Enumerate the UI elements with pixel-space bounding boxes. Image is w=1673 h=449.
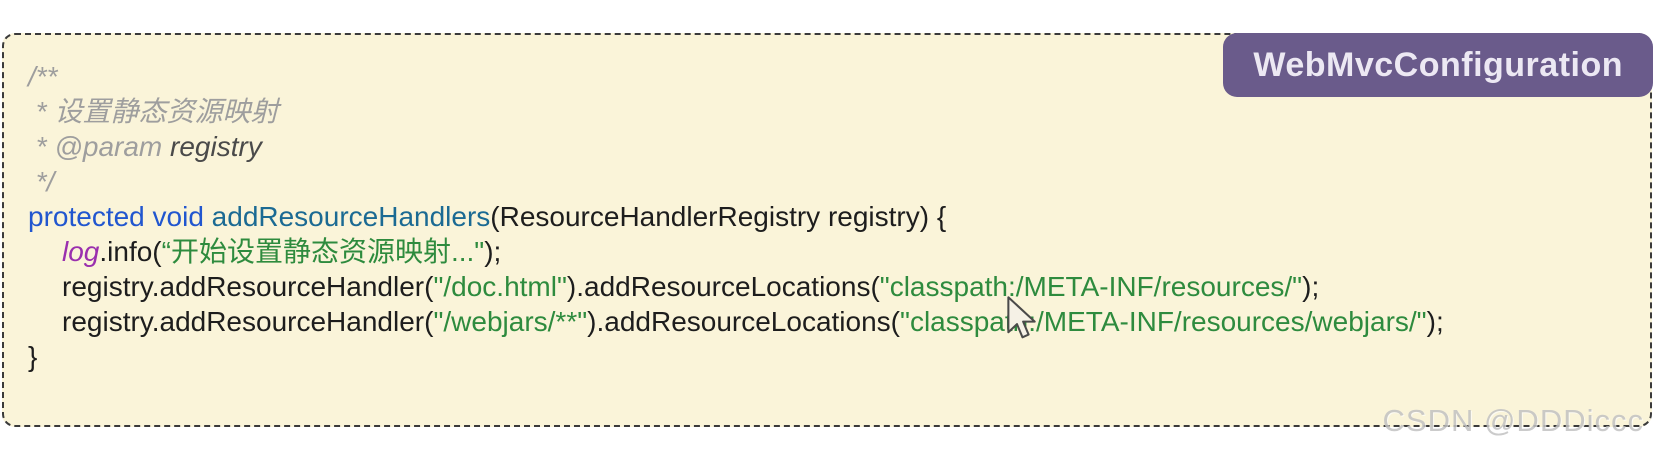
code-token-plain: registry.addResourceHandler(	[62, 271, 434, 302]
code-token-plain: .info(	[99, 236, 162, 267]
code-token-comment_param: registry	[170, 131, 262, 162]
code-token-plain: }	[28, 341, 38, 372]
badge-label: WebMvcConfiguration	[1253, 45, 1623, 84]
code-token-variable: log	[62, 236, 100, 267]
code-token-plain: (ResourceHandlerRegistry registry) {	[490, 201, 947, 232]
code-line: */	[28, 164, 1444, 199]
code-token-string: "/webjars/**"	[433, 306, 588, 337]
code-token-plain: );	[1426, 306, 1444, 337]
code-line: }	[28, 339, 1444, 374]
class-name-badge: WebMvcConfiguration	[1223, 33, 1653, 97]
code-token-plain: ).addResourceLocations(	[566, 271, 880, 302]
code-line: registry.addResourceHandler("/doc.html")…	[28, 269, 1444, 304]
code-token-plain: );	[1302, 271, 1320, 302]
code-block: /** * 设置静态资源映射 * @param registry */prote…	[28, 59, 1444, 374]
code-line: registry.addResourceHandler("/webjars/**…	[28, 304, 1444, 339]
code-token-method: addResourceHandlers	[211, 201, 491, 232]
code-token-plain: );	[484, 236, 502, 267]
code-token-comment: * 设置静态资源映射	[28, 96, 279, 127]
code-line: * 设置静态资源映射	[28, 94, 1444, 129]
code-token-comment: /**	[28, 61, 58, 92]
code-line: /**	[28, 59, 1444, 94]
code-token-string: “开始设置静态资源映射..."	[161, 236, 485, 267]
code-line: protected void addResourceHandlers(Resou…	[28, 199, 1444, 234]
code-token-comment: * @param	[28, 131, 171, 162]
code-token-keyword: protected void	[28, 201, 212, 232]
code-panel: /** * 设置静态资源映射 * @param registry */prote…	[2, 33, 1653, 438]
code-line: * @param registry	[28, 129, 1444, 164]
watermark: CSDN @DDDiccc	[1382, 403, 1644, 438]
code-line: log.info(“开始设置静态资源映射...");	[28, 234, 1444, 269]
code-token-string: "classpath:/META-INF/resources/"	[879, 271, 1303, 302]
code-token-plain: ).addResourceLocations(	[587, 306, 900, 337]
code-token-string: "/doc.html"	[433, 271, 567, 302]
code-token-comment: */	[28, 166, 55, 197]
code-token-string: "classpath:/META-INF/resources/webjars/"	[900, 306, 1427, 337]
code-token-plain: registry.addResourceHandler(	[62, 306, 434, 337]
